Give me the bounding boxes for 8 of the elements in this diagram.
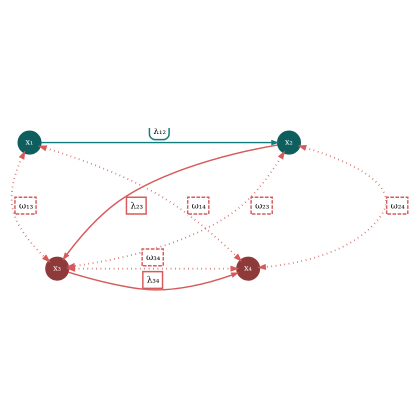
edge-label: λ₂₃ bbox=[130, 200, 144, 211]
edge-label: ω₁₃ bbox=[18, 200, 34, 211]
edge-label: ω₂₃ bbox=[255, 200, 270, 211]
edge-label: ω₃₄ bbox=[146, 252, 160, 262]
edge-label: ω₁₄ bbox=[192, 200, 206, 211]
edge-label: λ₁₂ bbox=[153, 126, 166, 136]
edge-label: λ₃₄ bbox=[146, 275, 160, 286]
edge-label: ω₂₄ bbox=[390, 200, 405, 211]
